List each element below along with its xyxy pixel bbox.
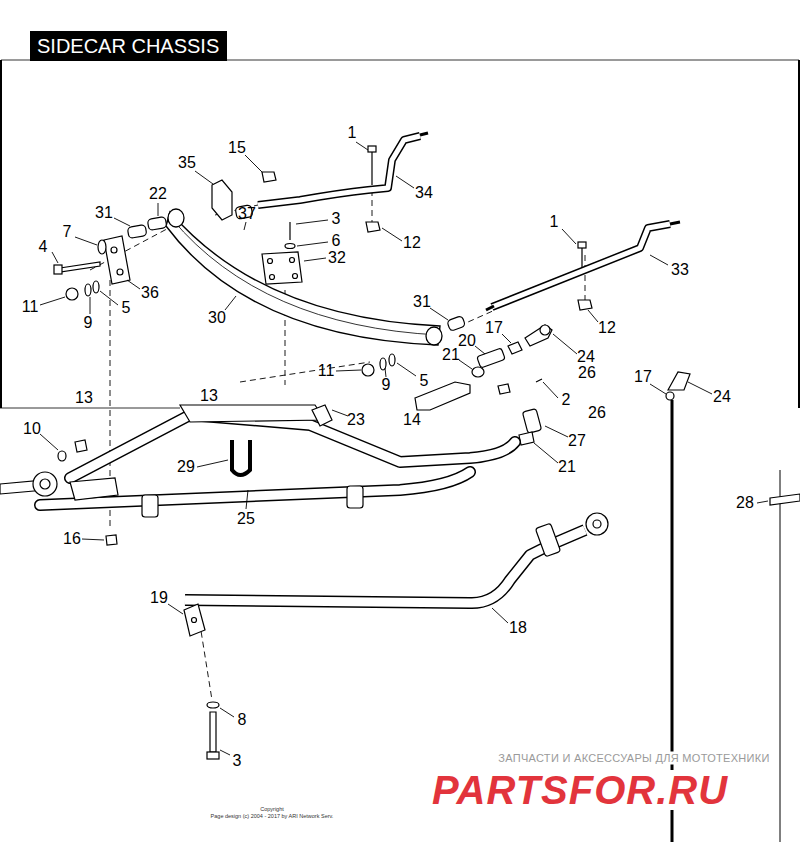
- callout-number: 35: [177, 155, 197, 171]
- callout-number: 7: [62, 224, 73, 240]
- callout-number: 31: [412, 294, 432, 310]
- callout-number: 5: [419, 373, 430, 389]
- callout-number: 2: [561, 392, 572, 408]
- callout-number: 33: [670, 262, 690, 278]
- callout-number: 9: [83, 315, 94, 331]
- callout-number: 11: [21, 299, 40, 315]
- callout-number: 8: [237, 712, 248, 728]
- callout-number: 3: [232, 753, 243, 769]
- callout-number: 11: [317, 363, 336, 379]
- callout-number: 9: [381, 377, 392, 393]
- copyright-note: Copyright: [260, 807, 284, 813]
- callout-number: 10: [22, 421, 42, 437]
- callout-number: 13: [74, 390, 94, 406]
- callout-number: 1: [347, 125, 358, 141]
- callout-number: 19: [149, 590, 169, 606]
- callout-number: 12: [402, 235, 422, 251]
- callout-number: 31: [94, 205, 114, 221]
- callout-number: 13: [199, 388, 219, 404]
- callout-number: 21: [441, 347, 461, 363]
- watermark-text: ЗАПЧАСТИ И АКСЕССУАРЫ ДЛЯ МОТОТЕХНИКИ: [496, 752, 771, 765]
- callout-number: 16: [62, 531, 82, 547]
- callout-number: 24: [576, 349, 596, 365]
- callout-number: 3: [331, 211, 342, 227]
- callout-number: 32: [327, 250, 347, 266]
- callout-number: 22: [148, 186, 168, 202]
- callout-number: 25: [236, 511, 256, 527]
- copyright-note: Page design (c) 2004 - 2017 by ARI Netwo…: [211, 814, 334, 820]
- callout-number: 26: [577, 365, 597, 381]
- callout-number: 37: [237, 206, 257, 222]
- callout-number: 5: [121, 300, 132, 316]
- callout-number: 21: [557, 459, 577, 475]
- callout-number: 15: [227, 140, 247, 156]
- callout-number: 1: [549, 214, 560, 230]
- callout-number: 24: [712, 389, 732, 405]
- callout-number: 30: [207, 310, 227, 326]
- callout-number: 6: [331, 233, 342, 249]
- callout-number: 28: [735, 495, 755, 511]
- callout-number: 18: [508, 620, 528, 636]
- callout-number: 17: [633, 369, 653, 385]
- callout-number: 34: [414, 185, 434, 201]
- watermark-logo: PARTSFOR.RU: [428, 770, 732, 810]
- callout-number: 36: [140, 285, 160, 301]
- callout-number: 20: [457, 333, 477, 349]
- callout-number: 4: [38, 239, 49, 255]
- callout-number: 26: [587, 405, 607, 421]
- callout-number: 14: [402, 412, 422, 428]
- callout-number: 17: [484, 320, 504, 336]
- page-title: SIDECAR CHASSIS: [30, 31, 227, 61]
- callout-number: 23: [346, 412, 366, 428]
- callout-number: 12: [597, 320, 617, 336]
- callout-number: 29: [176, 459, 196, 475]
- callout-number: 27: [567, 433, 587, 449]
